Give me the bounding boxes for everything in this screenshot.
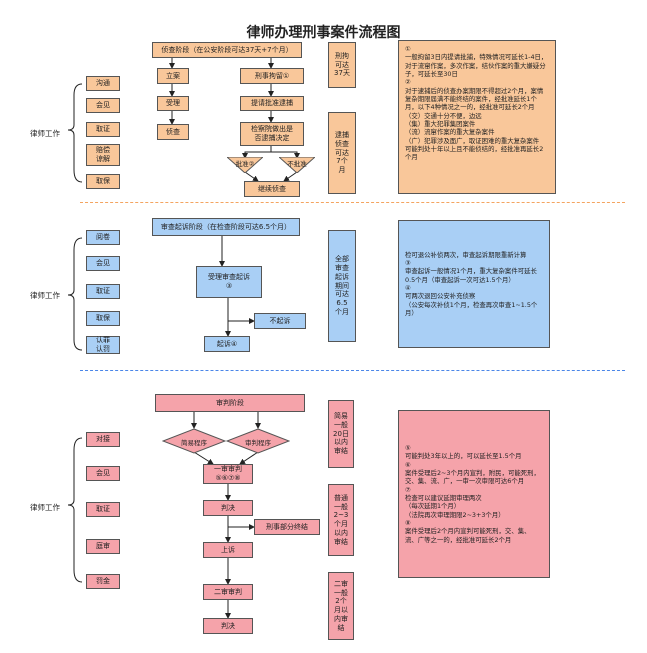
flow-accept-review: 受理审查起诉 ③	[196, 266, 262, 298]
section-divider-2	[80, 370, 625, 371]
flow-continue-investigation: 继续侦查	[244, 181, 300, 197]
prosecution-stage-header: 审查起诉阶段（在检查阶段可达6.5个月）	[152, 218, 300, 236]
decision-approve-diamond	[227, 157, 263, 173]
prosecution-duration-box: 全部 审查 起诉 期间 可达 6.5 个月	[328, 230, 356, 342]
flow-no-prosecution: 不起诉	[254, 313, 306, 329]
page-title: 律师办理刑事案件流程图	[246, 25, 401, 41]
lawyer-item-meet-3: 会见	[86, 466, 120, 481]
flow-criminal-part-end: 刑事部分终结	[254, 519, 320, 535]
lawyer-item-fine: 罚金	[86, 574, 120, 589]
lawyer-item-compensation: 赔偿 谅解	[86, 144, 120, 166]
decision-approve-label: 批准②	[235, 160, 255, 168]
flow-filing: 立案	[157, 68, 189, 84]
decision-reject-diamond	[279, 157, 315, 173]
flow-second-instance: 二审审判	[203, 584, 253, 600]
flow-first-instance: 一审审判 ⑤⑥⑦⑧	[203, 464, 253, 484]
lawyer-work-label-1: 律师工作	[30, 129, 60, 138]
flow-request-arrest: 提请批准逮捕	[240, 96, 304, 111]
flow-appeal: 上诉	[203, 542, 253, 558]
trial-procedure-diamond	[226, 428, 290, 454]
simple-duration-box: 简易 一般 20日 以内 审结	[328, 400, 354, 468]
flow-verdict: 判决	[203, 500, 253, 516]
second-instance-duration-box: 二审 一般 2个 月以 内审 结	[328, 572, 354, 640]
trial-procedure-label: 审判程序	[245, 439, 271, 447]
lawyer-item-bail-2: 取保	[86, 311, 120, 326]
lawyer-item-communicate: 沟通	[86, 76, 120, 91]
trial-stage-header: 审判阶段	[155, 394, 305, 412]
lawyer-item-evidence-3: 取证	[86, 502, 120, 517]
detention-duration-box: 刑拘 可达 37天	[328, 42, 356, 88]
ordinary-duration-box: 普通 一般 2~3 个月 以内 审结	[328, 484, 354, 556]
lawyer-item-court-hearing: 庭审	[86, 539, 120, 554]
flow-criminal-detention: 刑事拘留①	[240, 68, 304, 84]
prosecution-notes: 检可退公补侦两次，审查起诉期限重新计算 ③ 审查起诉一般情况1个月，重大复杂案件…	[398, 220, 550, 348]
flow-final-verdict: 判决	[203, 618, 253, 634]
investigation-stage-header: 侦查阶段（在公安阶段可达37天+7个月）	[152, 42, 302, 58]
lawyer-item-bail: 取保	[86, 174, 120, 189]
lawyer-item-evidence: 取证	[86, 122, 120, 137]
decision-reject-label: 不批准	[287, 160, 307, 168]
lawyer-work-label-2: 律师工作	[30, 291, 60, 300]
flow-procuratorate-decision: 检察院做出是 否逮捕决定	[240, 122, 304, 146]
lawyer-item-plea: 认罪 认罚	[86, 336, 120, 354]
flow-prosecute: 起诉④	[204, 336, 250, 352]
lawyer-work-label-3: 律师工作	[30, 503, 60, 512]
lawyer-item-evidence-2: 取证	[86, 284, 120, 299]
arrest-duration-box: 逮捕 侦查 可达 7个 月	[328, 112, 356, 194]
lawyer-item-read-file: 阅卷	[86, 230, 120, 245]
trial-notes: ⑤ 可能判处3年以上的，可以延长至1.5个月 ⑥ 案件受理后2~3个月内宣判，附…	[398, 410, 550, 578]
flow-investigate: 侦查	[157, 124, 189, 140]
simple-procedure-diamond	[162, 428, 226, 454]
section-divider-1	[80, 202, 625, 203]
flow-accept: 受理	[157, 96, 189, 111]
investigation-notes: ① 一般拘留3日内提请批捕，特殊情况可延长1-4日，对于流窜作案，多次作案，结伙…	[398, 40, 556, 194]
lawyer-item-meet-2: 会见	[86, 256, 120, 271]
lawyer-item-meet: 会见	[86, 98, 120, 113]
lawyer-item-liaison: 对接	[86, 432, 120, 447]
simple-procedure-label: 简易程序	[181, 439, 207, 447]
